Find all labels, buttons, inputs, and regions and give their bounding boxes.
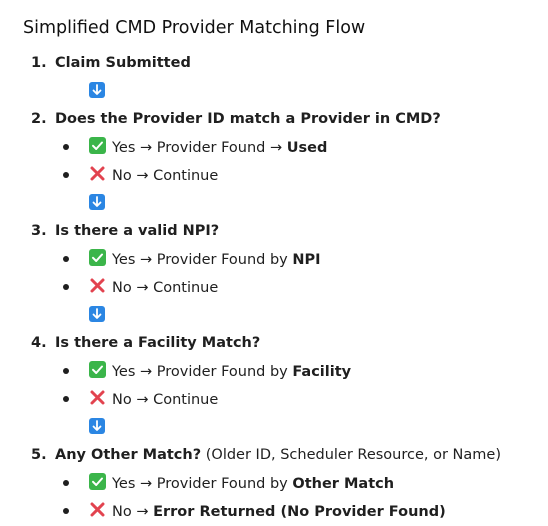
- option-text: No → Continue: [112, 392, 219, 408]
- step-number: 4.: [31, 335, 47, 351]
- option-text: No → Continue: [112, 280, 219, 296]
- bullet: [63, 368, 69, 374]
- option-yes: Yes → Provider Found by NPI: [89, 249, 321, 272]
- down-arrow-icon: [89, 306, 105, 322]
- option-yes: Yes → Provider Found by Facility: [89, 361, 351, 384]
- option-text: No →: [112, 504, 154, 520]
- option-no: No → Continue: [89, 389, 218, 412]
- option-text: No → Continue: [112, 168, 219, 184]
- step-number: 5.: [31, 447, 47, 463]
- check-icon: [89, 361, 106, 384]
- cross-icon: [89, 165, 106, 188]
- step-number: 2.: [31, 111, 47, 127]
- step-title: Any Other Match? (Older ID, Scheduler Re…: [55, 445, 501, 465]
- option-text: Yes → Provider Found by: [112, 364, 293, 380]
- step-number: 3.: [31, 223, 47, 239]
- option-bold: Error Returned (No Provider Found): [153, 504, 446, 520]
- option-no: No → Continue: [89, 165, 218, 188]
- option-bold: Facility: [292, 364, 352, 380]
- option-no: No → Error Returned (No Provider Found): [89, 501, 446, 524]
- check-icon: [89, 249, 106, 272]
- bullet: [63, 508, 69, 514]
- down-arrow-icon: [89, 194, 105, 210]
- option-bold: Other Match: [292, 476, 395, 492]
- step-title: Claim Submitted: [55, 55, 191, 71]
- option-bold: Used: [286, 140, 328, 156]
- option-bold: NPI: [292, 252, 321, 268]
- step-title: Is there a valid NPI?: [55, 223, 220, 239]
- step-title-text: Any Other Match?: [55, 447, 202, 463]
- option-text: Yes → Provider Found →: [112, 140, 287, 156]
- down-arrow-icon: [89, 82, 105, 98]
- option-text: Yes → Provider Found by: [112, 252, 293, 268]
- bullet: [63, 480, 69, 486]
- bullet: [63, 172, 69, 178]
- check-icon: [89, 137, 106, 160]
- cross-icon: [89, 501, 106, 524]
- bullet: [63, 284, 69, 290]
- step-note: (Older ID, Scheduler Resource, or Name): [201, 447, 501, 463]
- option-yes: Yes → Provider Found → Used: [89, 137, 327, 160]
- bullet: [63, 396, 69, 402]
- step-number: 1.: [31, 55, 47, 71]
- check-icon: [89, 473, 106, 496]
- option-no: No → Continue: [89, 277, 218, 300]
- bullet: [63, 256, 69, 262]
- page-title: Simplified CMD Provider Matching Flow: [23, 18, 366, 38]
- step-title: Is there a Facility Match?: [55, 335, 261, 351]
- option-yes: Yes → Provider Found by Other Match: [89, 473, 394, 496]
- cross-icon: [89, 389, 106, 412]
- option-text: Yes → Provider Found by: [112, 476, 293, 492]
- cross-icon: [89, 277, 106, 300]
- down-arrow-icon: [89, 418, 105, 434]
- step-title: Does the Provider ID match a Provider in…: [55, 111, 441, 127]
- bullet: [63, 144, 69, 150]
